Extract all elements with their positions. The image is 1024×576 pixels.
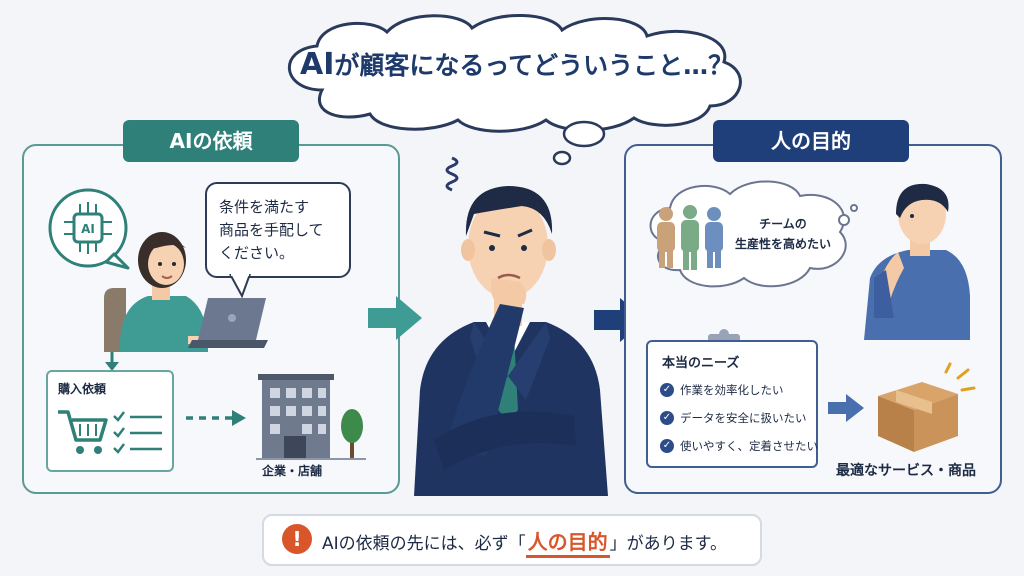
purchase-request-label: 購入依頼 xyxy=(58,382,107,396)
exclamation-icon: ! xyxy=(282,524,312,554)
thinking-businessman xyxy=(414,156,608,496)
ai-chip-label: AI xyxy=(81,222,95,236)
summary-text-before: AIの依頼の先には、必ず「 xyxy=(322,534,526,554)
teal-arrow-icon xyxy=(368,296,422,340)
dashed-arrow-icon xyxy=(186,410,246,426)
left-panel-tab: AIの依頼 xyxy=(123,120,299,162)
team-people-icon xyxy=(657,205,723,270)
thinking-man xyxy=(864,183,970,340)
goal-thought-cloud xyxy=(649,180,858,288)
right-arrow-icon xyxy=(828,394,864,422)
request-line: 条件を満たす xyxy=(219,198,310,216)
ai-chip-bubble: AI xyxy=(48,188,130,270)
purchase-request-card xyxy=(46,370,174,472)
need-item: ✓使いやすく、定着させたい xyxy=(660,438,818,454)
best-service-label: 最適なサービス・商品 xyxy=(836,463,976,479)
cart-checklist-icon xyxy=(58,410,162,454)
bubble-tail xyxy=(229,274,251,298)
title-rest: が顧客になるってどういうこと…？ xyxy=(334,51,734,80)
title-thought-cloud xyxy=(287,13,742,133)
goal-line: チームの xyxy=(759,217,807,231)
needs-clipboard xyxy=(646,340,818,468)
check-icon: ✓ xyxy=(660,411,674,425)
thought-bubbles xyxy=(552,120,606,166)
down-arrow-icon xyxy=(105,352,119,371)
check-icon: ✓ xyxy=(660,383,674,397)
summary-text-after: 」があります。 xyxy=(609,534,727,554)
need-item: ✓データを安全に扱いたい xyxy=(660,410,807,426)
check-icon: ✓ xyxy=(660,439,674,453)
needs-title: 本当のニーズ xyxy=(662,356,740,371)
request-line: ください。 xyxy=(219,244,295,262)
goal-text: チームの 生産性を高めたい xyxy=(728,214,838,254)
company-building-icon xyxy=(256,374,366,460)
goal-line: 生産性を高めたい xyxy=(734,237,831,251)
summary-banner xyxy=(262,514,762,566)
company-label: 企業・店舗 xyxy=(262,464,323,478)
package-box-icon xyxy=(878,362,976,452)
right-panel-tab: 人の目的 xyxy=(713,120,909,162)
title-ai: AI xyxy=(300,47,335,82)
summary-highlight: 人の目的 xyxy=(525,526,610,558)
woman-with-laptop xyxy=(104,232,268,352)
need-item: ✓作業を効率化したい xyxy=(660,382,784,398)
summary-text: AIの依頼の先には、必ず「人の目的」があります。 xyxy=(322,526,727,558)
request-line: 商品を手配して xyxy=(219,221,324,239)
request-speech-bubble: 条件を満たす 商品を手配して ください。 xyxy=(205,182,351,278)
page-title: AIが顧客になるってどういうこと…？ xyxy=(300,46,733,82)
